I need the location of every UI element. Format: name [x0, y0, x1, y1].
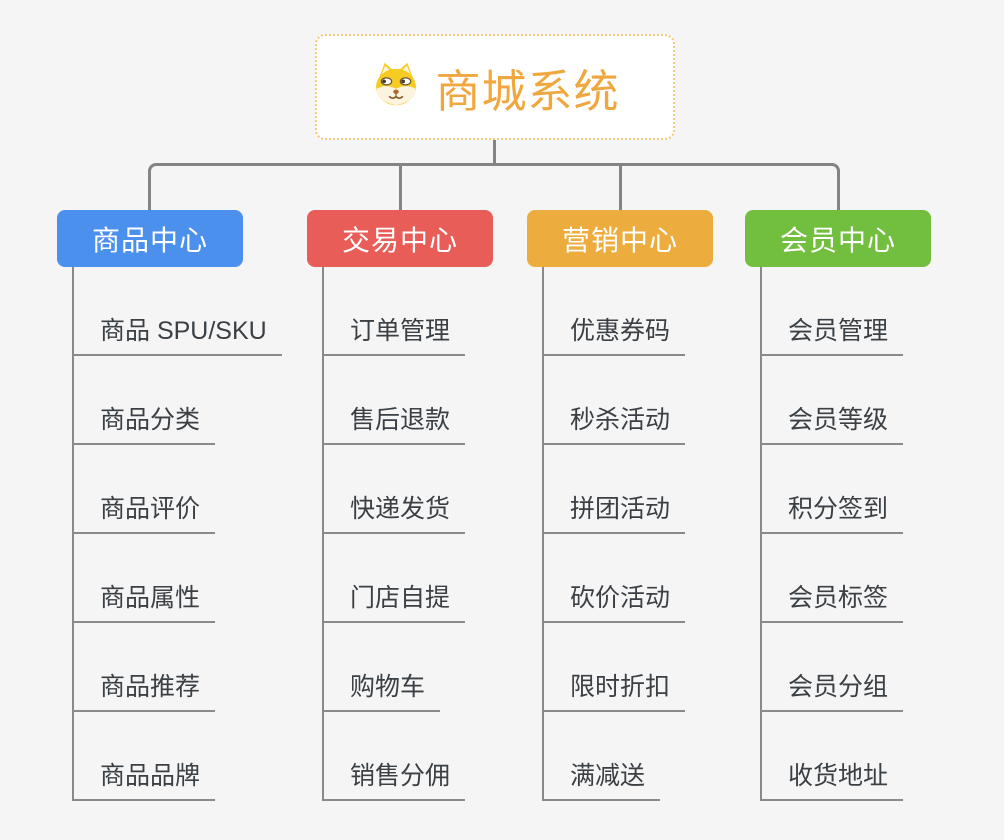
branch-children: 会员管理 会员等级 积分签到 会员标签 会员分组 收货地址: [760, 267, 931, 801]
child-label[interactable]: 会员等级: [762, 400, 904, 445]
child-node[interactable]: 积分签到: [762, 445, 931, 534]
child-label[interactable]: 会员管理: [762, 311, 904, 356]
branch-node-member[interactable]: 会员中心: [745, 210, 931, 267]
branch-column-product: 商品中心 商品 SPU/SKU 商品分类 商品评价 商品属性 商品推荐 商品品牌: [57, 210, 282, 801]
connector-drop-trade: [399, 164, 402, 210]
child-label[interactable]: 优惠券码: [544, 311, 686, 356]
child-label[interactable]: 订单管理: [324, 311, 466, 356]
child-node[interactable]: 订单管理: [324, 267, 493, 356]
child-node[interactable]: 会员等级: [762, 356, 931, 445]
child-label[interactable]: 销售分佣: [324, 756, 466, 801]
child-label[interactable]: 砍价活动: [544, 578, 686, 623]
child-node[interactable]: 商品分类: [74, 356, 243, 445]
child-node[interactable]: 收货地址: [762, 712, 931, 801]
child-node[interactable]: 购物车: [324, 623, 493, 712]
child-node[interactable]: 优惠券码: [544, 267, 713, 356]
child-label[interactable]: 快递发货: [324, 489, 466, 534]
child-node[interactable]: 门店自提: [324, 534, 493, 623]
child-node[interactable]: 砍价活动: [544, 534, 713, 623]
child-label[interactable]: 商品推荐: [74, 667, 216, 712]
child-node[interactable]: 商品属性: [74, 534, 243, 623]
child-node[interactable]: 销售分佣: [324, 712, 493, 801]
child-label[interactable]: 购物车: [324, 667, 441, 712]
branch-column-marketing: 营销中心 优惠券码 秒杀活动 拼团活动 砍价活动 限时折扣 满减送: [527, 210, 713, 801]
child-node[interactable]: 商品推荐: [74, 623, 243, 712]
shiba-dog-icon: [376, 62, 417, 106]
branch-node-trade[interactable]: 交易中心: [307, 210, 493, 267]
child-label[interactable]: 积分签到: [762, 489, 904, 534]
branch-children: 优惠券码 秒杀活动 拼团活动 砍价活动 限时折扣 满减送: [542, 267, 713, 801]
branch-column-member: 会员中心 会员管理 会员等级 积分签到 会员标签 会员分组 收货地址: [745, 210, 931, 801]
child-label[interactable]: 商品品牌: [74, 756, 216, 801]
connector-bus: [148, 163, 840, 210]
child-label[interactable]: 商品属性: [74, 578, 216, 623]
child-node[interactable]: 拼团活动: [544, 445, 713, 534]
child-node[interactable]: 售后退款: [324, 356, 493, 445]
child-node[interactable]: 商品 SPU/SKU: [74, 267, 282, 356]
child-node[interactable]: 满减送: [544, 712, 713, 801]
child-node[interactable]: 会员管理: [762, 267, 931, 356]
root-node[interactable]: 商城系统: [315, 34, 675, 140]
child-label[interactable]: 拼团活动: [544, 489, 686, 534]
child-label[interactable]: 会员分组: [762, 667, 904, 712]
child-label[interactable]: 商品分类: [74, 400, 216, 445]
child-label[interactable]: 秒杀活动: [544, 400, 686, 445]
child-label[interactable]: 限时折扣: [544, 667, 686, 712]
child-label[interactable]: 满减送: [544, 756, 661, 801]
child-label[interactable]: 收货地址: [762, 756, 904, 801]
branch-column-trade: 交易中心 订单管理 售后退款 快递发货 门店自提 购物车 销售分佣: [307, 210, 493, 801]
branch-children: 订单管理 售后退款 快递发货 门店自提 购物车 销售分佣: [322, 267, 493, 801]
child-node[interactable]: 秒杀活动: [544, 356, 713, 445]
child-label[interactable]: 商品评价: [74, 489, 216, 534]
child-node[interactable]: 限时折扣: [544, 623, 713, 712]
child-node[interactable]: 会员分组: [762, 623, 931, 712]
child-label[interactable]: 会员标签: [762, 578, 904, 623]
branch-children: 商品 SPU/SKU 商品分类 商品评价 商品属性 商品推荐 商品品牌: [72, 267, 282, 801]
branch-node-product[interactable]: 商品中心: [57, 210, 243, 267]
child-node[interactable]: 商品品牌: [74, 712, 243, 801]
child-label[interactable]: 门店自提: [324, 578, 466, 623]
connector-root-stem: [493, 139, 496, 166]
connector-drop-marketing: [619, 164, 622, 210]
child-label[interactable]: 售后退款: [324, 400, 466, 445]
child-node[interactable]: 快递发货: [324, 445, 493, 534]
child-node[interactable]: 商品评价: [74, 445, 243, 534]
child-node[interactable]: 会员标签: [762, 534, 931, 623]
child-label[interactable]: 商品 SPU/SKU: [74, 311, 282, 356]
branch-node-marketing[interactable]: 营销中心: [527, 210, 713, 267]
root-title: 商城系统: [435, 65, 620, 117]
